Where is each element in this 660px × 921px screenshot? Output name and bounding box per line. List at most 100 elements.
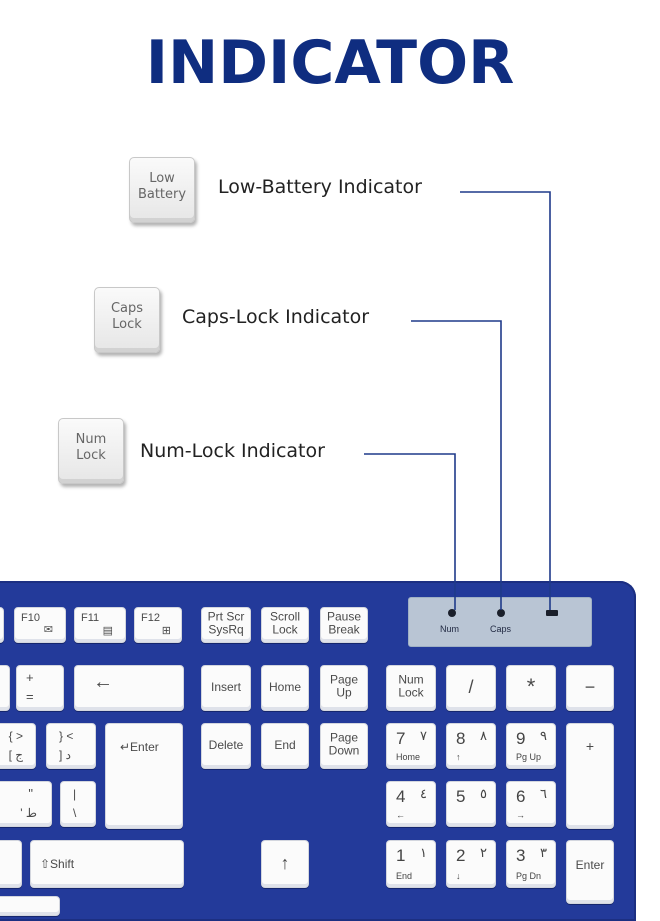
key-label-sub: → (516, 810, 525, 820)
key-label: 8 (456, 729, 466, 748)
key-label: 3 (516, 846, 526, 865)
key-num-divide[interactable]: / (446, 665, 496, 711)
key-num-plus[interactable]: + (566, 723, 614, 829)
key-label-bottom: \ (73, 806, 77, 820)
low-battery-label: Low-Battery Indicator (218, 176, 422, 198)
key-label-top: | (73, 787, 77, 801)
caps-led-label: Caps (490, 624, 512, 634)
folder-icon: ⊞ (161, 625, 171, 637)
battery-icon (546, 610, 558, 616)
key-backspace[interactable]: ← (74, 665, 184, 711)
key-quote[interactable]: "' ط (0, 781, 52, 827)
key-label-arabic: ٧ (420, 728, 427, 743)
key-label-bottom: = (26, 689, 34, 704)
key-label: F10 (21, 612, 40, 624)
key-label-arabic: ٣ (540, 845, 547, 860)
key-label-arabic: ٤ (420, 786, 427, 801)
key-shift[interactable]: ⇧Shift (30, 840, 184, 888)
key-label: Enter (575, 858, 605, 872)
key-insert[interactable]: Insert (201, 665, 251, 711)
key-label-arabic: ٢ (480, 845, 487, 860)
key-home[interactable]: Home (261, 665, 309, 711)
key-num-multiply[interactable]: * (506, 665, 556, 711)
caps-lock-leader (411, 320, 502, 610)
key-label: 4 (396, 787, 406, 806)
key-left-edge[interactable] (0, 840, 22, 888)
caps-lock-led (497, 609, 505, 617)
num-lock-leader (364, 453, 456, 610)
key-num-minus[interactable]: − (566, 665, 614, 711)
key-f11[interactable]: F11▤ (74, 607, 126, 643)
key-label-2: Break (328, 622, 360, 637)
keycap-line-1: Num (75, 432, 107, 447)
key-label: F12 (141, 612, 160, 624)
key-label: 6 (516, 787, 526, 806)
key-end[interactable]: End (261, 723, 309, 769)
key-label-1: Scroll (269, 609, 300, 624)
key-equals[interactable]: += (16, 665, 64, 711)
key-enter[interactable]: ↵Enter (105, 723, 183, 829)
num-lock-led (448, 609, 456, 617)
key-label: / (468, 676, 474, 697)
key-minus[interactable] (0, 665, 10, 711)
key-label-2: Down (328, 743, 360, 758)
key-label-bottom: [ ج (8, 748, 23, 762)
key-label-arabic: ٨ (480, 728, 487, 743)
low-battery-leader (460, 191, 551, 610)
key-label-top: + (26, 670, 34, 685)
key-label-arabic: ٩ (540, 728, 547, 743)
key-label-sub: Pg Dn (516, 871, 542, 881)
up-arrow-icon: ↑ (280, 852, 290, 873)
key-label-sub: ← (396, 810, 405, 820)
key-label: 9 (516, 729, 526, 748)
key-label: 5 (456, 787, 466, 806)
num-lock-label: Num-Lock Indicator (140, 440, 325, 462)
key-label: Insert (210, 679, 241, 694)
key-label: Home (268, 679, 301, 694)
key-label-1: Page (329, 730, 359, 745)
key-open-bracket[interactable]: { >[ ج (0, 723, 36, 769)
key-label: F11 (81, 612, 100, 624)
key-close-bracket[interactable]: } <] د (46, 723, 96, 769)
key-label-arabic: ٦ (540, 786, 547, 801)
key-label-sub: Home (396, 752, 421, 762)
key-arrow-up[interactable]: ↑ (261, 840, 309, 888)
key-label: End (274, 737, 296, 752)
backspace-arrow-icon: ← (93, 671, 113, 693)
calculator-icon: ▤ (102, 625, 113, 637)
key-label-sub: End (396, 871, 413, 881)
key-num-enter[interactable]: Enter (566, 840, 614, 904)
page-title: INDICATOR (145, 28, 515, 98)
key-backslash[interactable]: |\ (60, 781, 96, 827)
caps-lock-label: Caps-Lock Indicator (182, 306, 370, 328)
key-f12[interactable]: F12⊞ (134, 607, 182, 643)
key-label-arabic: ٥ (480, 786, 487, 801)
key-label: ⇧Shift (40, 857, 75, 871)
key-f10[interactable]: F10✉ (14, 607, 66, 643)
keycap-line-1: Caps (110, 301, 144, 316)
num-led-label: Num (440, 624, 460, 634)
key-label-2: SysRq (208, 622, 244, 637)
key-label-2: Lock (272, 622, 298, 637)
key-bottom-row[interactable] (0, 896, 60, 916)
key-label: + (585, 738, 595, 754)
key-delete[interactable]: Delete (201, 723, 251, 769)
indicator-panel: Num Caps (408, 597, 592, 647)
key-f9[interactable] (0, 607, 4, 643)
